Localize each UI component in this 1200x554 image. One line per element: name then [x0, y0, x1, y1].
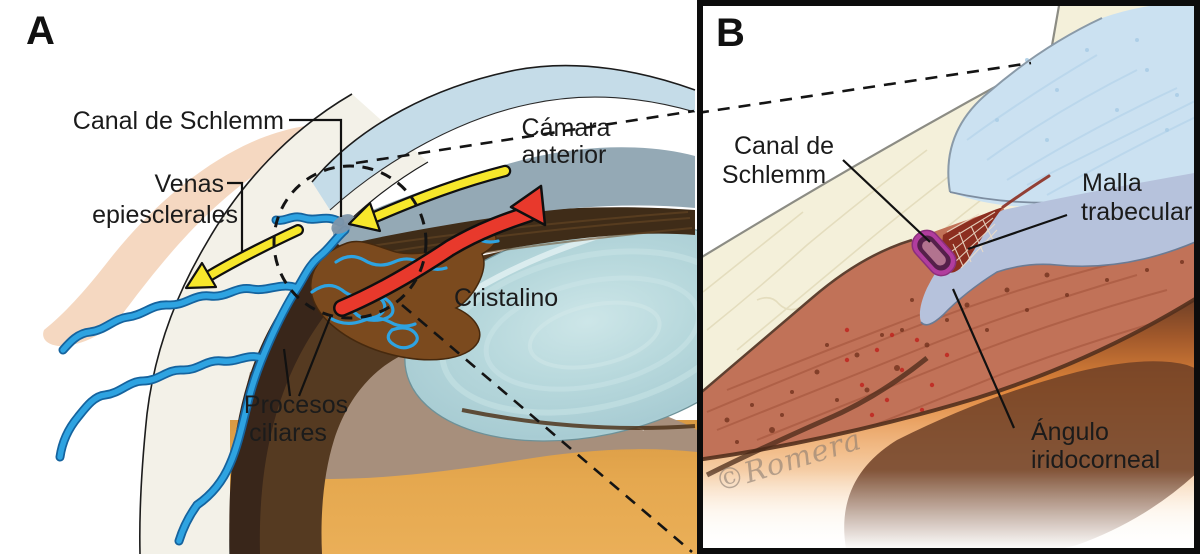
label-procesos-line1: Procesos — [244, 391, 348, 419]
label-canal-b-line1: Canal de — [734, 132, 834, 160]
cornea-b-dots — [995, 38, 1179, 142]
schlemm-canal-dot — [331, 214, 355, 234]
panel-b-angle-detail: ©Romera B Canal de Schlemm Malla trabecu… — [697, 0, 1200, 554]
cornea-outer-edge — [311, 64, 696, 183]
episcleral-veins — [55, 212, 350, 546]
leader-procesos-right — [297, 314, 333, 397]
label-camara-line1: Cámara — [522, 114, 611, 142]
iris-b-red-dots — [844, 327, 950, 418]
trabecular-meshwork-shape — [942, 207, 1003, 273]
panel-a-eye-overview: A Canal de Schlemm Venas epiesclerales C… — [26, 9, 697, 554]
leader-canal-schlemm-b — [842, 159, 931, 243]
panel-b-letter: B — [716, 11, 745, 55]
label-malla-line2: trabecular — [1081, 198, 1192, 226]
scleral-spur-streak — [1001, 174, 1051, 209]
label-procesos-line2: ciliares — [249, 419, 327, 447]
iris-b-lower-edge — [702, 296, 1195, 462]
anterior-chamber-b-shape — [919, 172, 1195, 325]
label-venas-line2: epiesclerales — [92, 201, 238, 229]
label-angulo-line2: iridocorneal — [1031, 446, 1160, 474]
label-canal-b-line2: Schlemm — [722, 161, 826, 189]
leader-angulo-iridocorneal — [951, 288, 1016, 429]
bottom-white-fade — [702, 470, 1195, 549]
cornea-inner-edge — [329, 96, 696, 211]
cornea-b-texture — [966, 54, 1195, 196]
leader-malla-trabecular — [967, 213, 1068, 251]
label-cristalino: Cristalino — [454, 284, 558, 312]
label-venas-line1: Venas — [154, 170, 224, 198]
leader-procesos-left — [282, 348, 292, 397]
lens-shape — [404, 216, 697, 442]
anterior-chamber-b-lower-edge — [920, 241, 1195, 326]
conjunctiva-shape — [43, 123, 351, 347]
leader-canal-schlemm-a — [289, 118, 343, 217]
cornea-b-upper-edge — [947, 17, 1103, 193]
schlemm-canal-shape — [911, 229, 957, 277]
aqueous-outflow-arrow-1 — [347, 164, 512, 233]
iris-b-speckles — [724, 245, 1184, 444]
label-camara-line2: anterior — [522, 141, 607, 169]
aqueous-outflow-arrow-2 — [184, 224, 304, 290]
zoom-connector-line-b — [702, 61, 1032, 114]
pupil-margin-arc — [705, 356, 929, 478]
label-angulo-line1: Ángulo — [1031, 417, 1109, 446]
panel-b-border — [697, 0, 1200, 554]
panel-a-letter: A — [26, 9, 55, 53]
iris-b-upper-edge — [702, 238, 913, 394]
cornea-shape — [312, 65, 695, 210]
zoom-connector-line-bottom — [401, 304, 693, 553]
leader-venas — [227, 181, 244, 253]
iris-b-shape — [702, 208, 1195, 462]
sclera-shape — [139, 94, 428, 554]
aqueous-inflow-arrow — [333, 184, 547, 317]
magnifier-dashed-circle — [272, 164, 428, 320]
label-malla-line1: Malla — [1082, 169, 1142, 197]
label-canal-de-schlemm-a: Canal de Schlemm — [73, 107, 284, 135]
trabecular-meshwork-lines — [946, 211, 998, 269]
lens-lower-shadow-line — [461, 408, 696, 430]
zoom-connector-line-top — [355, 109, 695, 165]
